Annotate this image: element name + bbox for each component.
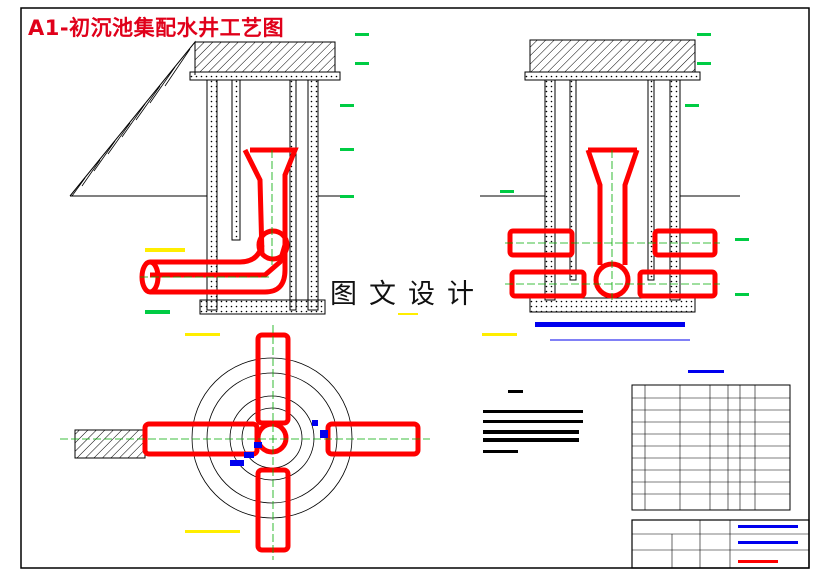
drawing-title: A1-初沉池集配水井工艺图 [28,16,285,40]
section-1-1 [69,33,418,336]
watermark: 图文设计 [326,270,490,313]
outer-border [20,7,810,569]
material-table [631,370,791,511]
title-block [631,519,810,569]
plan-view [60,325,430,560]
section-2-2 [480,33,749,341]
section-1-label [185,333,220,336]
notes-block [483,390,583,453]
